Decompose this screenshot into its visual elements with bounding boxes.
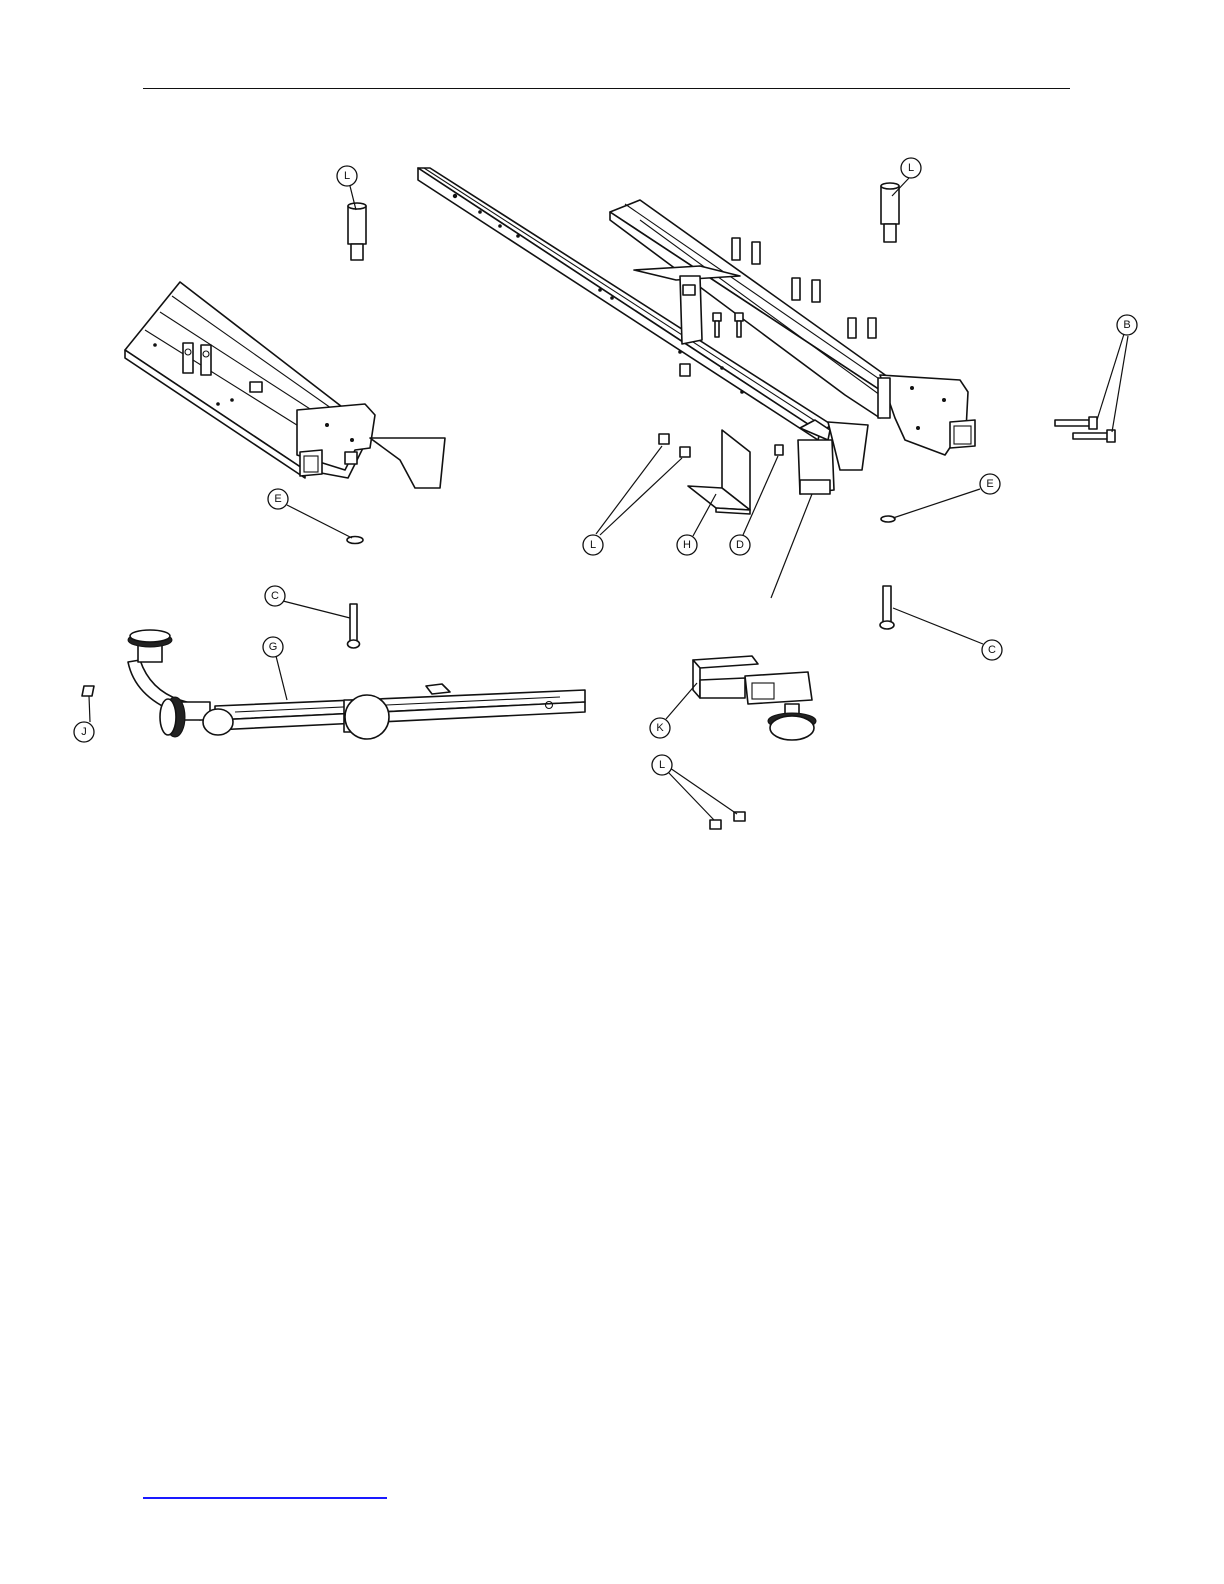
callout-K: K: [650, 718, 670, 738]
clamp-bracket: [693, 656, 816, 740]
label-tag: [82, 686, 94, 696]
callout-C-right: C: [982, 640, 1002, 660]
callout-L-top-left: L: [337, 166, 357, 186]
callout-E-right: E: [980, 474, 1000, 494]
callout-label: C: [271, 590, 279, 602]
callout-label: L: [659, 759, 665, 771]
washer-right: [881, 516, 895, 522]
callout-L-middle: L: [583, 535, 603, 555]
callout-label: E: [986, 478, 993, 490]
callout-D: D: [730, 535, 750, 555]
callout-label: E: [274, 493, 281, 505]
nuts-bottom: [710, 812, 745, 829]
callout-L-bottom: L: [652, 755, 672, 775]
callout-label: K: [656, 722, 664, 734]
nuts-middle: [659, 434, 690, 457]
callout-E-left: E: [268, 489, 288, 509]
angle-bracket: [688, 430, 750, 514]
footer-link-underline[interactable]: [143, 1497, 387, 1499]
left-rail-assembly: [125, 282, 445, 488]
pin-left: [348, 604, 360, 648]
callout-G: G: [263, 637, 283, 657]
callout-label: L: [344, 170, 350, 182]
callout-label: B: [1123, 319, 1130, 331]
callout-label: D: [736, 539, 744, 551]
pin-right: [880, 586, 894, 629]
callout-label: H: [683, 539, 691, 551]
washer-left: [347, 537, 363, 544]
callout-label: J: [81, 726, 87, 738]
pin-upper-left: [348, 203, 366, 260]
callout-L-top-right: L: [901, 158, 921, 178]
callout-label: L: [590, 539, 596, 551]
small-nut: [775, 445, 783, 455]
callout-B: B: [1117, 315, 1137, 335]
callout-J: J: [74, 722, 94, 742]
callout-C-left: C: [265, 586, 285, 606]
callout-label: C: [988, 644, 996, 656]
callout-label: L: [908, 162, 914, 174]
callout-label: G: [269, 641, 278, 653]
callout-H: H: [677, 535, 697, 555]
bolts-right: [1055, 417, 1115, 442]
